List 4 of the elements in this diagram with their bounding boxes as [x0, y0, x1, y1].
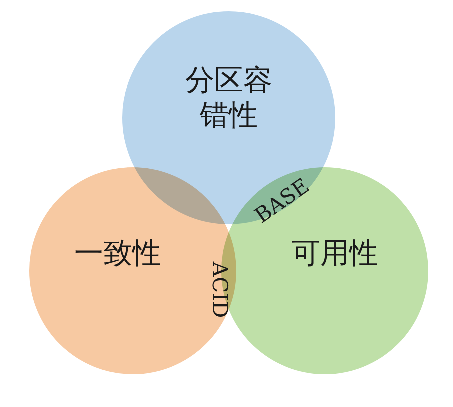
overlap-label: ACID — [208, 262, 232, 318]
circle-label: 可用性 — [290, 236, 380, 271]
circle-label: 一致性 — [74, 236, 162, 271]
circle-label: 分区容错性 — [184, 63, 274, 133]
